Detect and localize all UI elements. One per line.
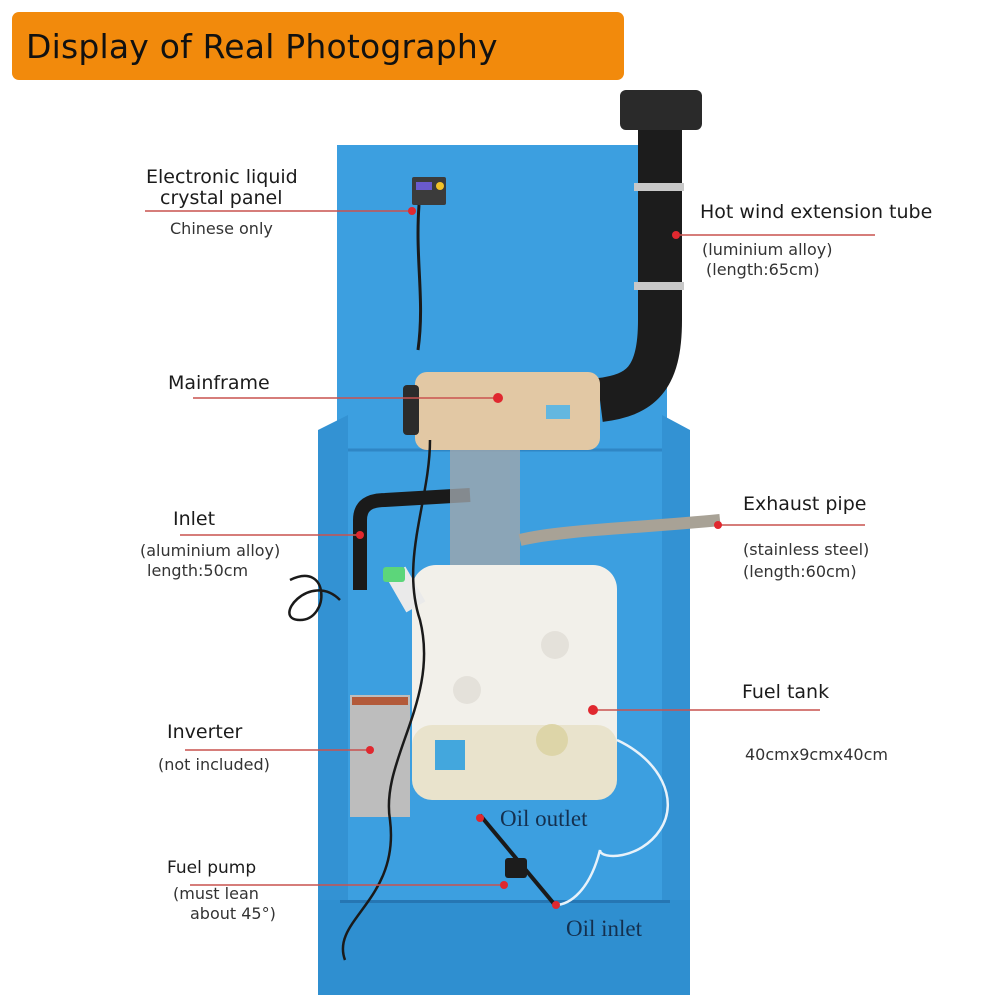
inverter-terminals: [352, 697, 408, 705]
label-exhaust-pipe: Exhaust pipe: [743, 493, 867, 515]
label-mainframe: Mainframe: [168, 372, 270, 394]
marker-exhaust: [714, 521, 722, 529]
label-tube-material: (luminium alloy): [702, 240, 833, 259]
tube-clamp-1: [634, 183, 684, 191]
fuel-pump: [505, 858, 527, 878]
banner-title: Display of Real Photography: [26, 26, 498, 66]
lcd-panel: [412, 177, 446, 205]
label-tube-length: (length:65cm): [706, 260, 820, 279]
label-fuel-tank-size: 40cmx9cmx40cm: [745, 745, 888, 764]
cable-coil: [288, 574, 341, 622]
tube-top: [620, 90, 702, 130]
label-inlet-length: length:50cm: [147, 561, 249, 580]
hot-wind-tube: [596, 110, 682, 422]
marker-mainframe: [493, 393, 503, 403]
leader-lines: [145, 210, 875, 886]
label-pump-note-1: (must lean: [173, 884, 259, 903]
tank-boss-1: [541, 631, 569, 659]
stand-frame: [318, 415, 348, 995]
marker-inlet: [356, 531, 364, 539]
mainframe-label: [546, 405, 570, 419]
marker-inverter: [366, 746, 374, 754]
label-inlet-material: (aluminium alloy): [140, 541, 281, 560]
label-fuel-tank: Fuel tank: [742, 681, 830, 703]
mainframe-heater: [415, 372, 600, 450]
stand-base-shadow: [340, 900, 670, 903]
marker-oil-outlet: [476, 814, 484, 822]
label-inverter-note: (not included): [158, 755, 270, 774]
stand-base: [318, 900, 690, 995]
exhaust-pipe: [518, 514, 721, 546]
label-pump-note-2: about 45°): [190, 904, 276, 923]
label-lcd-line1: Electronic liquid: [146, 166, 298, 188]
marker-lcd: [408, 207, 416, 215]
lcd-cable: [416, 204, 423, 351]
inverter: [350, 695, 410, 817]
label-lcd-note: Chinese only: [170, 219, 273, 238]
tank-boss-2: [453, 676, 481, 704]
tank-cap: [383, 567, 405, 582]
inlet-pipe: [353, 488, 471, 590]
label-fuel-pump: Fuel pump: [167, 858, 257, 878]
tank-logo: [435, 740, 465, 770]
marker-oil-inlet: [552, 901, 560, 909]
label-lcd-line2: crystal panel: [160, 187, 283, 209]
power-cable: [341, 439, 432, 961]
markers: [356, 207, 722, 909]
label-exhaust-length: (length:60cm): [743, 562, 857, 581]
mainframe-cap: [403, 385, 419, 435]
marker-tube: [672, 231, 680, 239]
label-exhaust-material: (stainless steel): [743, 540, 870, 559]
marker-pump: [500, 881, 508, 889]
stand-frame-right: [662, 415, 690, 995]
fuel-line: [554, 738, 670, 907]
tank-boss-3: [536, 724, 568, 756]
lcd-knob: [436, 182, 444, 190]
bracket: [450, 450, 520, 565]
marker-tank: [588, 705, 598, 715]
label-inverter: Inverter: [167, 721, 243, 743]
tube-clamp-2: [634, 282, 684, 290]
label-hot-wind-tube: Hot wind extension tube: [700, 201, 933, 223]
label-oil-outlet: Oil outlet: [500, 806, 588, 831]
title-banner: Display of Real Photography: [12, 12, 624, 80]
label-oil-inlet: Oil inlet: [566, 916, 643, 941]
lcd-screen: [416, 182, 432, 190]
label-inlet: Inlet: [173, 508, 216, 530]
